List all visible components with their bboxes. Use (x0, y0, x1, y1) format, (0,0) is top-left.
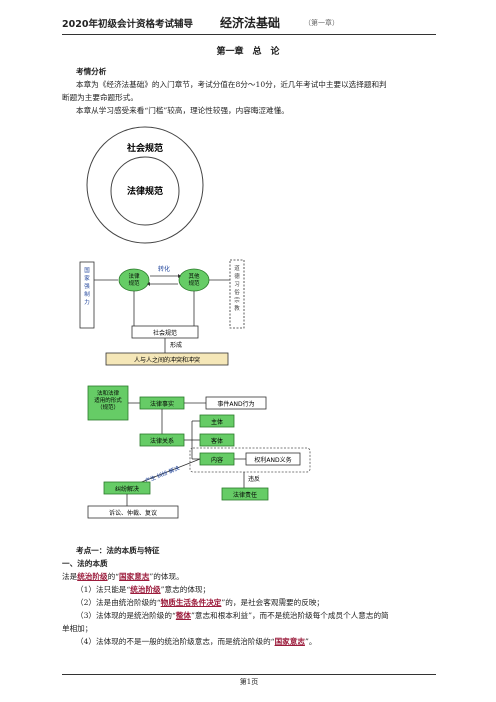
point1-line2: （2）法是由统治阶级的“物质生活条件决定”的，是社会客观需要的反映； (76, 598, 325, 607)
keyword-material-conditions: 物质生活条件决定 (160, 598, 222, 607)
header-exam-title: 2020年初级会计资格考试辅导 (62, 19, 193, 30)
page-footer: 第1页 (62, 674, 436, 687)
liability-label: 法律责任 (233, 491, 257, 499)
other-norm-node (178, 268, 210, 292)
keyword-state-will: 国家意志 (119, 572, 150, 581)
legal-form-label: 法和法律适用的形式（规范） (94, 389, 122, 411)
legal-norm-label: 法律规范 (128, 272, 140, 287)
social-norm-label: 社会规范 (153, 329, 177, 337)
norms-relation-diagram: 国家强制力 法律规范 其他规范 转化 道德习俗宗教 社会规范 形成 人与人之间的… (79, 259, 245, 366)
social-norms-label: 社会规范 (126, 142, 163, 154)
header-chapter: （第一章） (304, 19, 339, 27)
event-box (205, 396, 267, 410)
other-norm-label: 其他规范 (188, 272, 200, 287)
legal-relation-diagram: 法和法律适用的形式（规范） 法律事实 事件AND行为 法律关系 主体 客体 内容… (87, 385, 311, 519)
liability-box (221, 487, 269, 501)
form-label: 形成 (170, 341, 182, 349)
chapter-title: 第一章 总 论 (216, 47, 280, 57)
human-conflict-box (105, 352, 229, 366)
event-label: 事件AND行为 (217, 400, 254, 408)
keyword-state-will-2: 国家意志 (274, 637, 305, 646)
subject-box (199, 414, 235, 428)
page-header: 2020年初级会计资格考试辅导 经济法基础 （第一章） (62, 14, 436, 35)
keyword-ruling-class: 统治阶级 (77, 572, 108, 581)
object-box (199, 433, 235, 447)
analysis-para2: 本章从学习感受来看“门槛”较高，理论性较强，内容晦涩难懂。 (76, 106, 289, 115)
legal-relation-label: 法律关系 (150, 437, 174, 445)
subject-label: 主体 (211, 418, 223, 426)
analysis-para1-line1: 本章为《经济法基础》的入门章节，考试分值在8分～10分，近几年考试中主要以选择题… (76, 80, 387, 89)
header-book-title: 经济法基础 (220, 16, 281, 30)
methods-box (87, 505, 179, 519)
point1-subheading: 一、法的本质 (62, 559, 108, 568)
legal-norms-label: 法律规范 (127, 185, 163, 197)
point1-line4: （4）法体现的不是一般的统治阶级意志，而是统治阶级的“国家意志”。 (76, 637, 317, 646)
norms-circle-diagram: 社会规范 法律规范 (86, 126, 204, 244)
point1-intro: 法是统治阶级的“国家意志”的体现。 (62, 572, 184, 581)
point1-heading: 考点一：法的本质与特征 (76, 546, 160, 555)
outer-circle (86, 126, 204, 244)
analysis-para1-line2: 断题为主要命题形式。 (62, 93, 138, 102)
content-group (189, 447, 311, 473)
keyword-whole: 整体 (175, 611, 192, 620)
point1-line1: （1）法只能是“统治阶级”意志的体现； (76, 585, 211, 594)
human-conflict-label: 人与人之间的冲突和冲突 (134, 356, 200, 364)
keyword-ruling-class-2: 统治阶级 (130, 585, 161, 594)
object-label: 客体 (211, 437, 223, 445)
state-force-box (79, 261, 95, 329)
point1-line3: （3）法体现的是统治阶级的“整体”意志和根本利益”，而不是统治阶级每个成员个人意… (76, 611, 389, 620)
morality-box (229, 259, 245, 329)
methods-label: 诉讼、仲裁、复议 (109, 509, 157, 517)
state-force-label: 国家强制力 (84, 267, 90, 306)
point1-line3-cont: 单相加； (62, 624, 93, 633)
legal-fact-label: 法律事实 (150, 400, 174, 408)
dispute-label: 纠纷解决 (115, 485, 139, 493)
transform-label: 转化 (158, 265, 170, 273)
rights-label: 权利AND义务 (254, 456, 291, 464)
inner-circle (110, 156, 180, 226)
morality-label: 道德习俗宗教 (234, 264, 240, 312)
violation-label: 违反 (248, 475, 260, 483)
legal-norm-node (118, 268, 150, 292)
content-label: 内容 (211, 456, 223, 464)
rights-box (245, 452, 301, 466)
analysis-heading: 考情分析 (76, 67, 107, 76)
